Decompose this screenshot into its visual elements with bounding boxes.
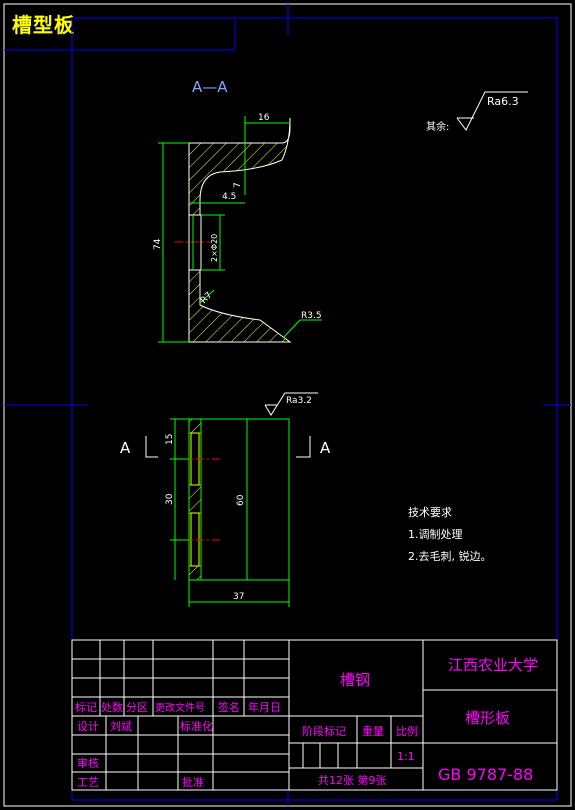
surface-finish-front: Ra3.2 xyxy=(286,396,312,406)
dim-radius-outer: R3.5 xyxy=(301,311,322,321)
part-name: 槽钢 xyxy=(340,671,370,689)
header-sign: 签名 xyxy=(218,700,240,714)
header-zone: 分区 xyxy=(126,701,148,714)
tech-req-heading: 技术要求 xyxy=(408,506,452,519)
dim-front-height: 60 xyxy=(236,494,246,506)
scale-label: 比例 xyxy=(396,724,418,738)
drawing-corner-title: 槽型板 xyxy=(12,13,75,37)
review-label: 审核 xyxy=(77,756,99,770)
weight-label: 重量 xyxy=(362,724,384,738)
surface-rest-label: 其余: xyxy=(426,120,449,133)
header-change-doc: 更改文件号 xyxy=(155,701,205,714)
designer-label: 设计 xyxy=(77,720,99,733)
section-label: A—A xyxy=(192,78,228,96)
front-hatch-top xyxy=(188,418,202,434)
stage-label: 阶段标记 xyxy=(302,724,346,738)
drawing-name: 槽形板 xyxy=(465,709,510,727)
drawing-standard: GB 9787-88 xyxy=(438,765,533,784)
approve-label: 批准 xyxy=(182,775,204,789)
corner-title-box xyxy=(4,18,236,51)
header-date: 年月日 xyxy=(248,700,281,714)
dim-front-top: 15 xyxy=(165,434,175,445)
leader-r7 xyxy=(199,289,215,304)
view-label-right: A xyxy=(320,439,331,457)
sheet-info: 共12张 第9张 xyxy=(318,773,387,787)
dim-top-width: 16 xyxy=(258,113,270,123)
dim-front-width: 37 xyxy=(233,592,244,602)
designer-name: 刘斌 xyxy=(110,720,132,733)
section-profile xyxy=(188,117,292,343)
view-arrow-left xyxy=(145,436,158,458)
leader-r35 xyxy=(282,319,322,339)
dim-web-offset: 4.5 xyxy=(222,192,236,202)
dim-holes: 2×Φ20 xyxy=(210,234,219,262)
surface-finish-top: Ra6.3 xyxy=(487,95,519,108)
header-mark: 标记 xyxy=(75,700,97,714)
view-label-left: A xyxy=(120,439,131,457)
front-hatch-bottom xyxy=(188,565,202,581)
school-name: 江西农业大学 xyxy=(448,656,538,674)
header-count: 处数 xyxy=(101,701,123,714)
standardization-label: 标准化 xyxy=(180,719,213,733)
front-hatch-mid xyxy=(188,484,202,514)
dim-height: 74 xyxy=(153,238,163,250)
dim-flange-thickness: 7 xyxy=(233,182,243,188)
scale-value: 1:1 xyxy=(397,750,415,763)
tech-req-item-2: 2.去毛刺, 锐边。 xyxy=(408,549,492,563)
dim-front-mid: 30 xyxy=(165,493,175,505)
process-label: 工艺 xyxy=(77,776,99,789)
surface-finish-symbol xyxy=(456,91,528,131)
dim-radius-inner: R7 xyxy=(199,291,215,307)
drawing-frame xyxy=(71,17,558,801)
title-block xyxy=(71,639,558,791)
surface-finish-front-symbol xyxy=(264,392,318,416)
tech-req-item-1: 1.调制处理 xyxy=(408,528,463,541)
view-arrow-right xyxy=(296,436,311,458)
